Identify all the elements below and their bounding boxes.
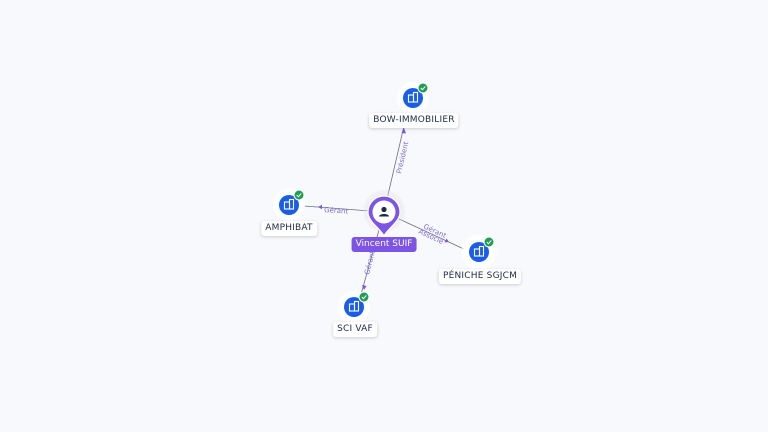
company-label-bow[interactable]: BOW-IMMOBILIER xyxy=(369,113,459,128)
company-label-amphibat[interactable]: AMPHIBAT xyxy=(261,221,317,236)
edge-arrow-scivaf xyxy=(362,285,367,290)
person-label[interactable]: Vincent SUIF xyxy=(351,237,417,252)
company-node-amphibat[interactable] xyxy=(273,189,305,221)
person-icon xyxy=(379,206,389,217)
company-node-scivaf[interactable] xyxy=(338,291,370,323)
verified-check-icon xyxy=(358,291,370,303)
edge-arrow-bow xyxy=(401,128,406,134)
company-label-peniche[interactable]: PÉNICHE SGJCM xyxy=(438,269,522,284)
edge-arrow-amphibat xyxy=(318,204,322,210)
edge-label-bow: Président xyxy=(395,141,410,175)
company-node-peniche[interactable] xyxy=(461,234,497,270)
company-node-bow[interactable] xyxy=(397,82,429,114)
company-label-scivaf[interactable]: SCI VAF xyxy=(333,322,377,337)
edge-label-amphibat: Gérant xyxy=(324,206,349,216)
edge-arrow-peniche xyxy=(444,238,449,243)
building-icon xyxy=(283,198,295,210)
building-icon xyxy=(407,91,419,103)
building-icon xyxy=(473,245,485,257)
edge-label-scivaf: Gérant xyxy=(363,250,377,276)
verified-check-icon xyxy=(483,236,495,248)
verified-check-icon xyxy=(293,189,305,201)
verified-check-icon xyxy=(417,82,429,94)
building-icon xyxy=(348,300,360,312)
person-node[interactable] xyxy=(363,190,405,238)
